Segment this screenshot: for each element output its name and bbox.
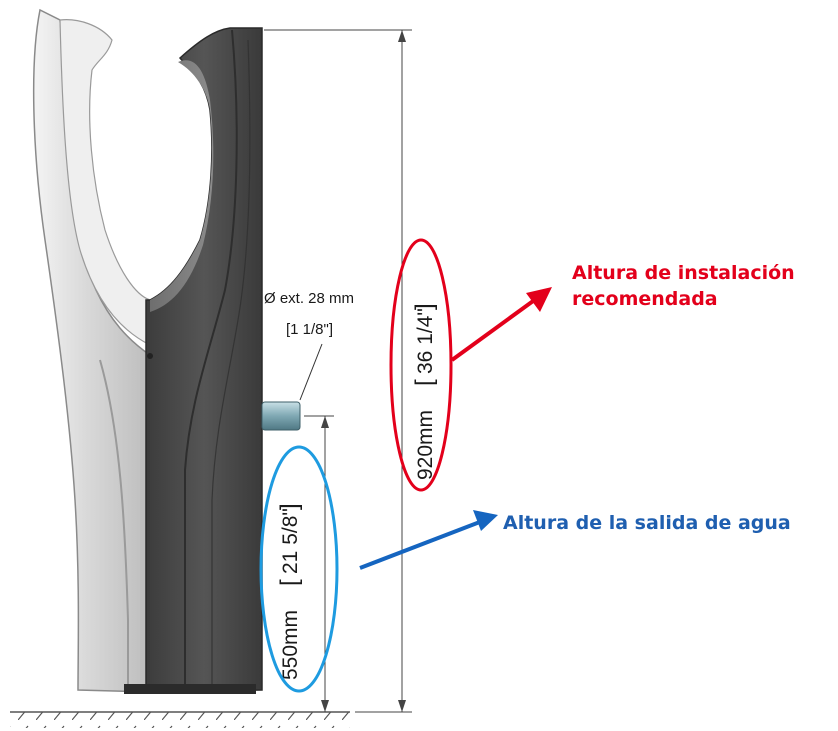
total-height-bracket-close: ] [411,303,438,310]
pipe-diameter-label: Ø ext. 28 mm [264,290,354,307]
install-height-callout: Altura de instalación recomendada [572,260,795,312]
water-outlet-callout-text: Altura de la salida de agua [503,512,791,534]
outlet-height-bracket-open: [ [276,579,303,586]
dryer-body-contour-2 [211,39,251,690]
total-height-arrow-bottom [398,700,406,712]
pipe-leader-line [299,343,323,401]
outlet-height-in-label: 21 5/8" [279,508,302,574]
dryer-side-shell [32,8,151,693]
outlet-height-arrow-bottom [321,700,329,712]
total-height-bracket-open: [ [411,379,438,386]
install-height-arrow-line [450,294,542,362]
water-outlet-arrowhead [473,510,498,531]
dryer-screw [147,353,153,359]
dryer-side-edge [99,359,129,690]
total-height-in-label: 36 1/4" [414,308,437,374]
water-outlet-highlight [259,445,339,693]
dryer-main-body [145,27,263,693]
water-outlet-arrow-line [359,518,486,570]
install-height-callout-line1: Altura de instalación [572,262,795,284]
pipe-diameter-inch-label: [1 1/8"] [286,321,333,338]
install-height-arrowhead [526,287,552,312]
outlet-height-bracket-close: ] [276,503,303,510]
water-outlet-callout: Altura de la salida de agua [503,510,791,536]
dryer-body-contour [184,29,238,690]
dryer-left-arm [59,19,151,346]
dryer-base [124,684,256,694]
total-height-mm-label: 920mm [414,410,437,480]
total-height-arrow-top [398,30,406,42]
install-height-callout-line2: recomendada [572,288,718,310]
dryer-inner-channel [150,60,214,312]
install-height-highlight [389,238,453,492]
water-outlet-pipe [261,401,301,431]
outlet-height-mm-label: 550mm [279,610,302,680]
outlet-height-arrow-top [321,416,329,428]
floor-hatch [10,712,350,728]
